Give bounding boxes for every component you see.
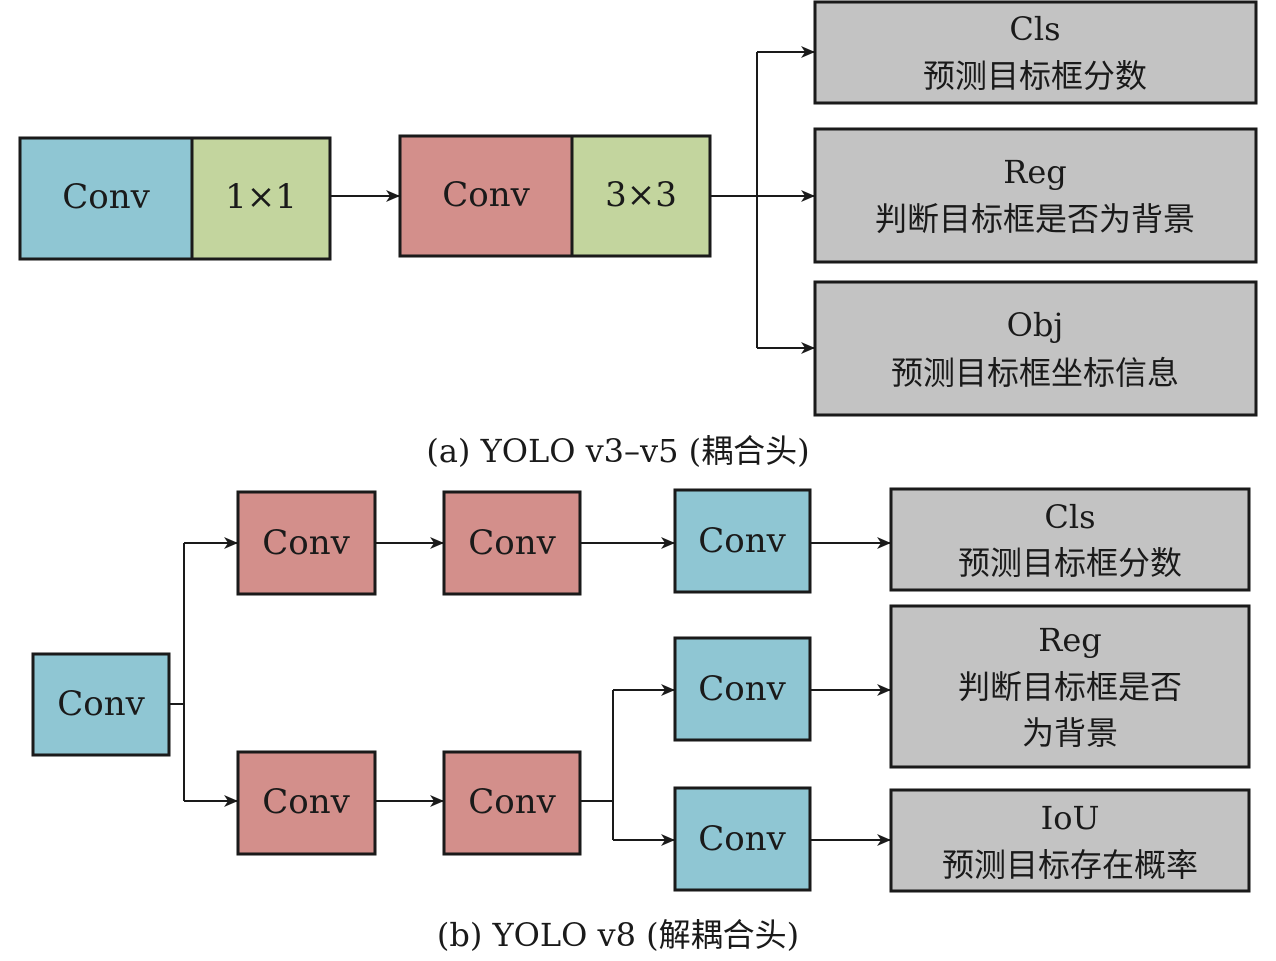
b-split-conv1-label: Conv [698,669,786,709]
a-conv1-box [18,136,194,261]
coupled-head-section: Conv 1×1 Conv 3×3 Cls 预测目标框分数 Reg 判断目标框是… [18,0,1258,470]
b-top-conv1-label: Conv [262,523,350,563]
a-output-reg-desc: 判断目标框是否为背景 [875,200,1195,238]
a-caption: (a) YOLO v3–v5 (耦合头) [426,432,809,470]
b-bottom-conv1-box [236,750,377,856]
a-conv2-label: Conv [442,175,530,215]
b-output-iou-desc: 预测目标存在概率 [942,846,1198,884]
b-output-reg-desc-line2: 为背景 [1022,714,1118,752]
a-output-cls-desc: 预测目标框分数 [923,57,1147,95]
b-bottom-conv2-box [442,750,582,856]
a-output-cls-box [813,0,1258,105]
a-output-reg-name: Reg [1003,153,1067,191]
a-output-reg-box [813,127,1258,264]
b-top-conv1-box [236,490,377,596]
decoupled-head-section: Conv Conv Conv Conv Conv Conv Conv Conv [31,487,1251,954]
a-kernel-3x3-label: 3×3 [605,175,677,215]
b-output-reg-desc-line1: 判断目标框是否 [958,668,1182,706]
b-output-cls-box [889,487,1251,592]
b-output-reg-box [889,604,1251,769]
a-conv2-box [398,134,574,258]
a-conv1-label: Conv [62,177,150,217]
b-top-conv3-box [673,488,812,594]
a-output-obj-name: Obj [1007,306,1064,344]
b-caption: (b) YOLO v8 (解耦合头) [437,916,799,954]
b-output-cls-desc: 预测目标框分数 [958,544,1182,582]
b-output-cls-name: Cls [1044,498,1095,536]
b-output-iou-box [889,788,1251,893]
b-output-iou-name: IoU [1041,799,1100,837]
b-split-conv2-box [673,786,812,892]
b-split-conv1-box [673,636,812,742]
b-input-conv-box [31,652,171,757]
b-top-conv2-label: Conv [468,523,556,563]
b-input-conv-label: Conv [57,684,145,724]
b-output-reg-name: Reg [1038,621,1102,659]
a-kernel-1x1-label: 1×1 [225,177,297,217]
a-output-cls-name: Cls [1009,10,1060,48]
a-kernel-1x1-box [190,136,332,261]
b-split-conv2-label: Conv [698,819,786,859]
a-output-obj-desc: 预测目标框坐标信息 [891,354,1179,392]
b-bottom-conv2-label: Conv [468,782,556,822]
b-top-conv3-label: Conv [698,521,786,561]
b-bottom-conv1-label: Conv [262,782,350,822]
a-output-obj-box [813,280,1258,417]
